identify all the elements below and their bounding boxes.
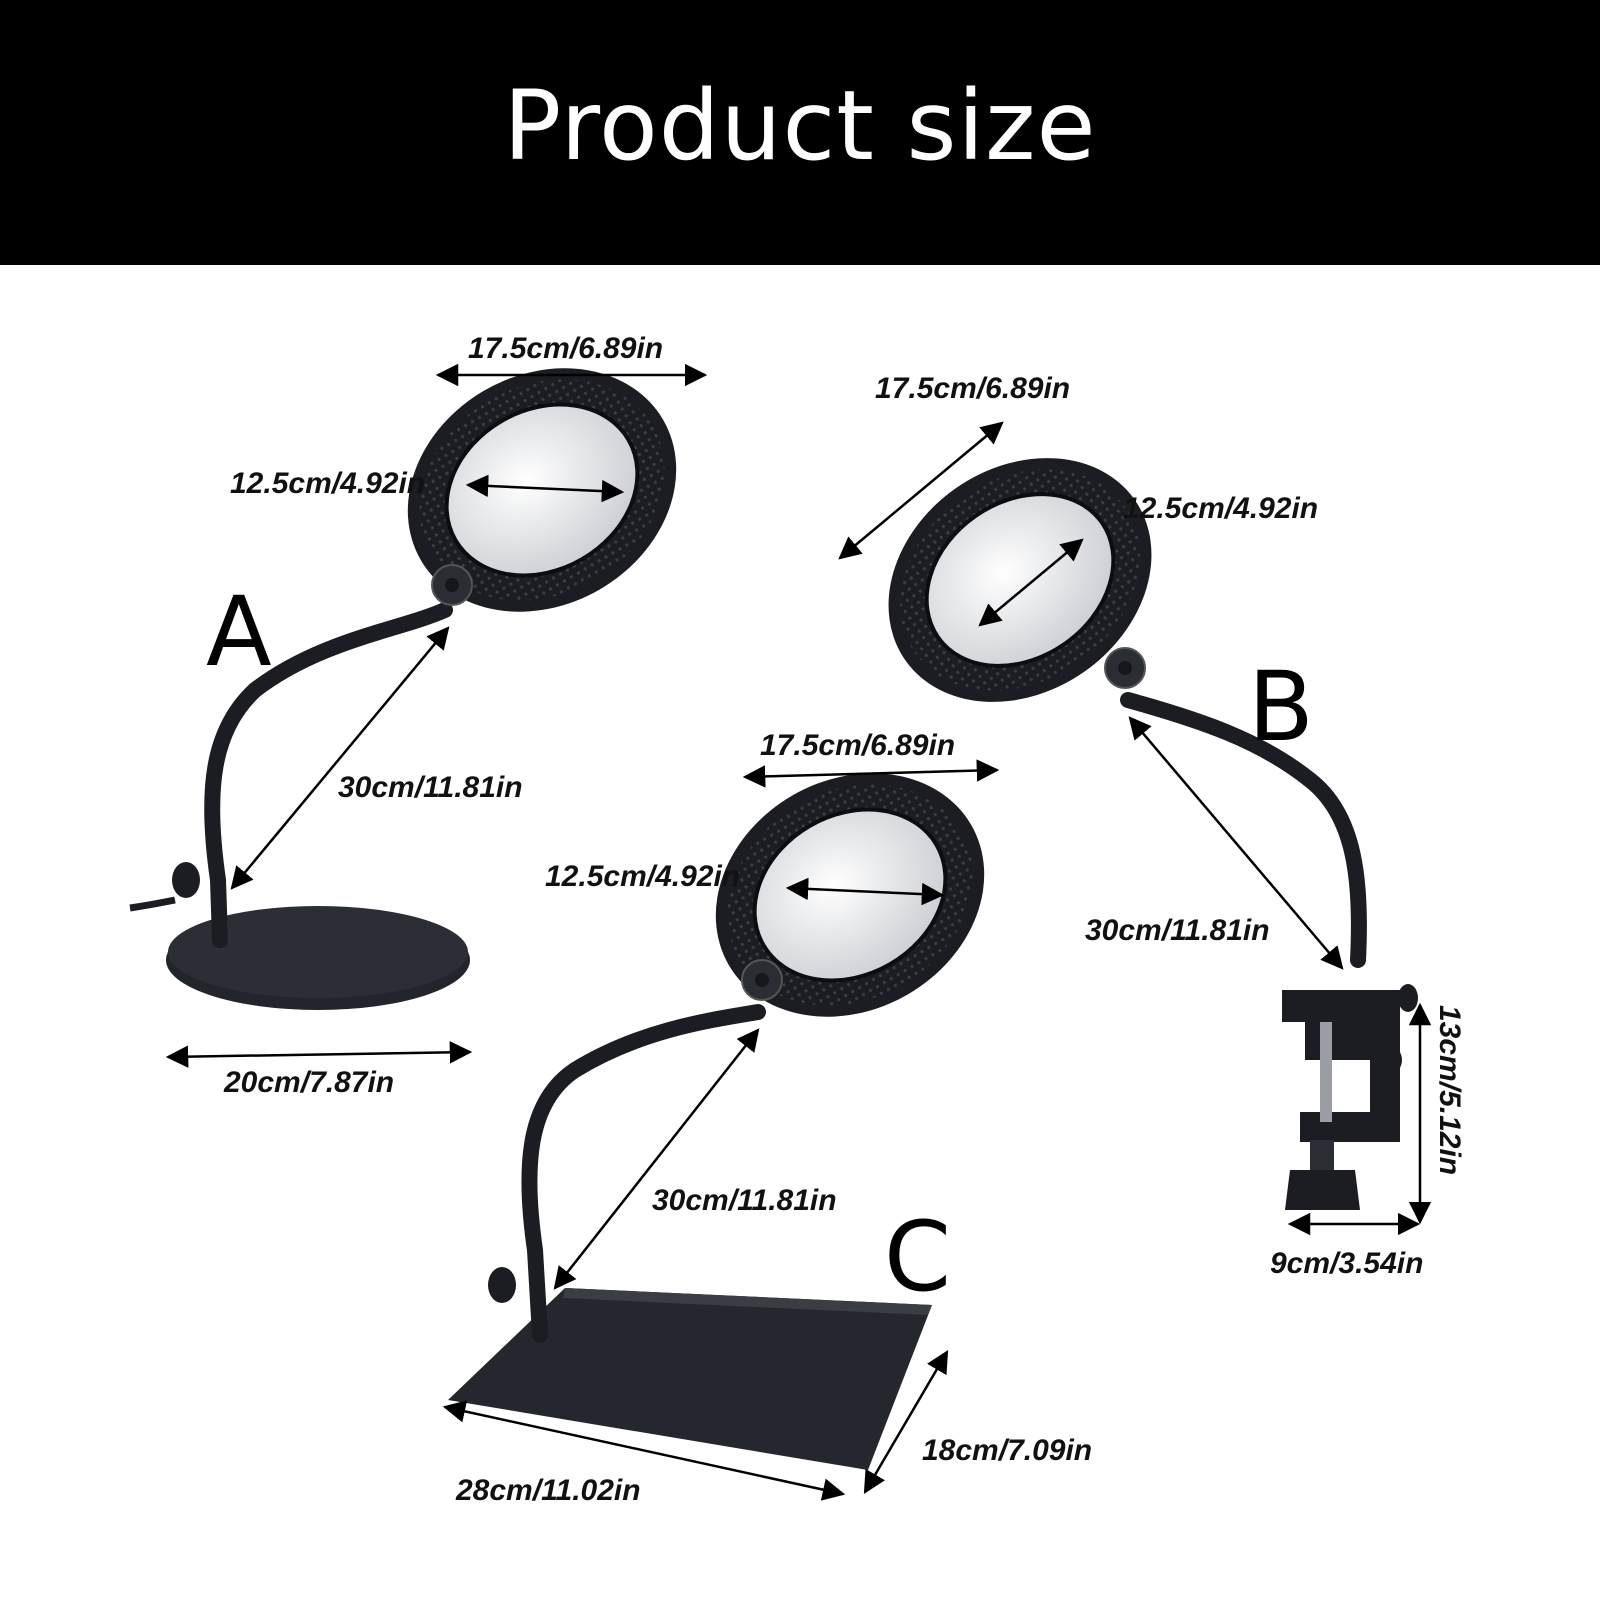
b-clamp-height-label: 13cm/5.12in (1433, 1005, 1466, 1175)
c-neck-length-label: 30cm/11.81in (652, 1184, 837, 1217)
dim-arrow (553, 1028, 760, 1290)
dim-arrow (838, 421, 1004, 560)
page-title: Product size (503, 70, 1097, 182)
c-base-width-label: 18cm/7.09in (922, 1434, 1092, 1467)
c-base-length-label: 28cm/11.02in (455, 1474, 641, 1507)
dim-arrow (465, 474, 625, 503)
header-band (0, 0, 1600, 265)
c-head-width-label: 17.5cm/6.89in (760, 729, 955, 762)
dim-arrow (165, 1041, 473, 1068)
dim-arrow (442, 1400, 846, 1501)
knob (172, 862, 200, 898)
c-lens-diameter-label: 12.5cm/4.92in (545, 860, 740, 893)
dim-arrow (230, 626, 450, 890)
variant-a-label: A (206, 576, 272, 688)
dim-arrow (785, 877, 945, 906)
knob (488, 1267, 516, 1303)
dim-arrow (863, 1350, 949, 1494)
variant-b-label: B (1248, 651, 1314, 763)
b-head-width-label: 17.5cm/6.89in (875, 372, 1070, 405)
a-lens-diameter-label: 12.5cm/4.92in (230, 467, 425, 500)
b-neck-length-label: 30cm/11.81in (1085, 914, 1270, 947)
a-base-diameter-label: 20cm/7.87in (223, 1066, 394, 1099)
a-head-width-label: 17.5cm/6.89in (468, 332, 663, 365)
variant-c-label: C (884, 1201, 951, 1313)
dim-arrow (978, 538, 1084, 627)
b-lens-diameter-label: 12.5cm/4.92in (1123, 492, 1318, 525)
dim-arrow (1128, 716, 1344, 970)
dim-arrow (742, 759, 1000, 788)
rectangular-base (448, 1288, 932, 1470)
desk-clamp (1282, 984, 1418, 1210)
variant-c-lamp (448, 773, 985, 1470)
a-neck-length-label: 30cm/11.81in (338, 771, 523, 804)
b-clamp-width-label: 9cm/3.54in (1270, 1247, 1423, 1280)
